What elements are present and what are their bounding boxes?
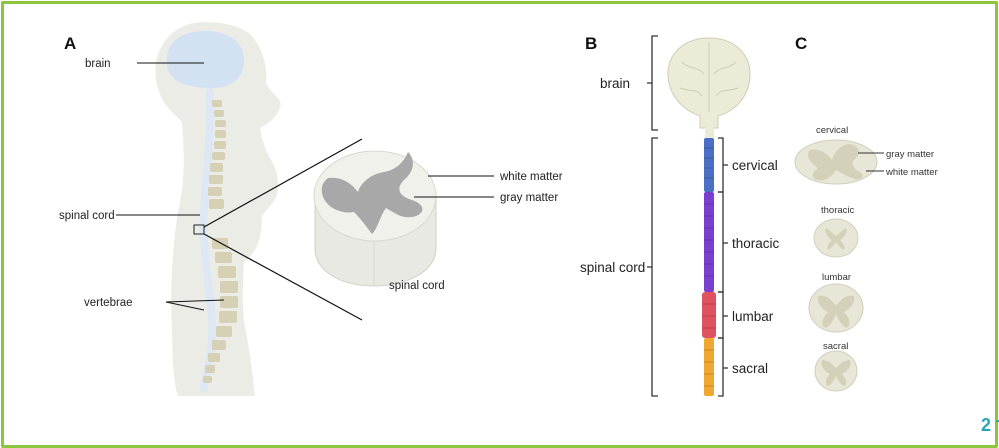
thoracic-bracket (718, 192, 728, 292)
spinal-cord-section-label: spinal cord (389, 280, 445, 292)
spinal-cord-label-b: spinal cord (580, 260, 645, 275)
sacral-label-c: sacral (823, 341, 848, 352)
spinal-cord-section-3d (314, 151, 436, 286)
sacral-label-b: sacral (732, 361, 768, 376)
white-matter-label-c: white matter (885, 167, 938, 178)
brain-label-b: brain (600, 76, 630, 91)
thoracic-segment (704, 192, 714, 292)
cervical-label-c: cervical (816, 125, 848, 136)
cervical-bracket (718, 138, 728, 192)
spinal-cord-label-a: spinal cord (59, 210, 115, 222)
spinal-segments (702, 138, 716, 396)
thoracic-label-c: thoracic (821, 205, 855, 216)
panel-c-label: C (795, 34, 807, 53)
cervical-label-b: cervical (732, 158, 778, 173)
cervical-segment (704, 138, 714, 192)
lumbar-bracket (718, 292, 728, 338)
panel-a-label: A (64, 34, 76, 53)
lumbar-label-c: lumbar (822, 272, 851, 283)
brain-stem (705, 116, 714, 138)
brain-label-a: brain (85, 58, 111, 70)
panel-b-label: B (585, 34, 597, 53)
thoracic-label-b: thoracic (732, 236, 780, 251)
gray-matter-label-c: gray matter (886, 149, 934, 160)
vertebrae-label: vertebrae (84, 297, 133, 309)
spinal-cord-bracket (647, 138, 658, 396)
lumbar-label-b: lumbar (732, 309, 774, 324)
white-matter-label-a: white matter (499, 171, 563, 183)
brain-shape-a (167, 31, 245, 88)
sacral-bracket (718, 338, 728, 396)
gray-matter-label-a: gray matter (500, 192, 558, 204)
lumbar-segment (702, 292, 716, 338)
sacral-segment (704, 338, 714, 396)
brain-bracket (647, 36, 658, 130)
figure-caption: איור 2 (981, 415, 999, 435)
